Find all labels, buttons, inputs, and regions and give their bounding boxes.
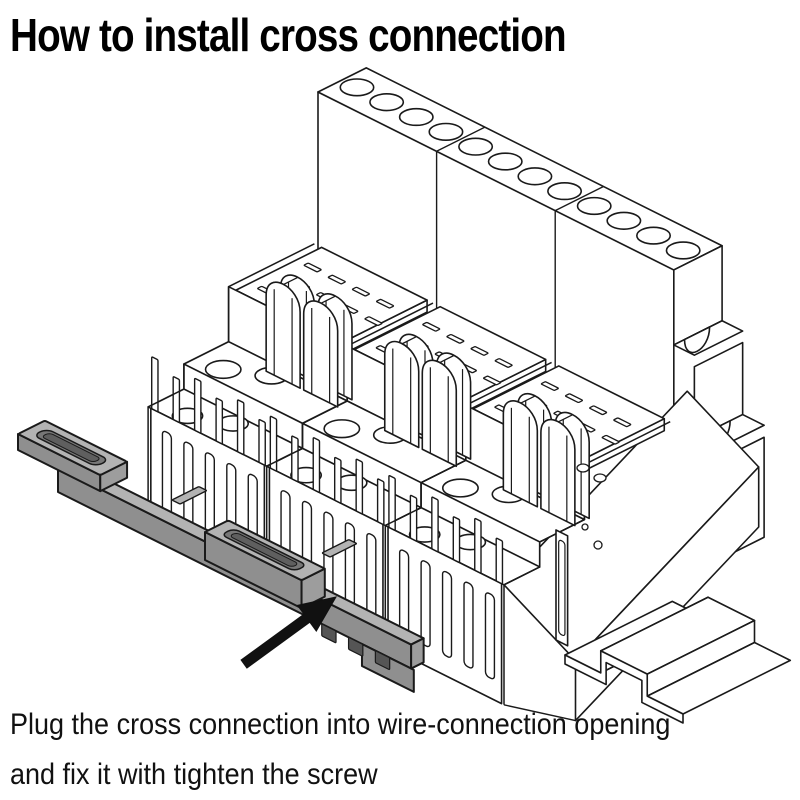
insertion-arrow xyxy=(240,596,337,669)
release-lever-pair xyxy=(266,269,352,407)
caption-block: Plug the cross connection into wire-conn… xyxy=(10,700,744,800)
terrace-profile xyxy=(148,244,314,527)
caption-line-1: Plug the cross connection into wire-conn… xyxy=(10,708,671,741)
release-lever-pair xyxy=(503,387,589,525)
caption-line-2: and fix it with tighten the screw xyxy=(10,758,378,791)
end-plate xyxy=(556,463,607,646)
din-rail xyxy=(565,597,790,723)
release-lever-pair xyxy=(385,328,471,466)
page-title: How to install cross connection xyxy=(10,9,567,61)
